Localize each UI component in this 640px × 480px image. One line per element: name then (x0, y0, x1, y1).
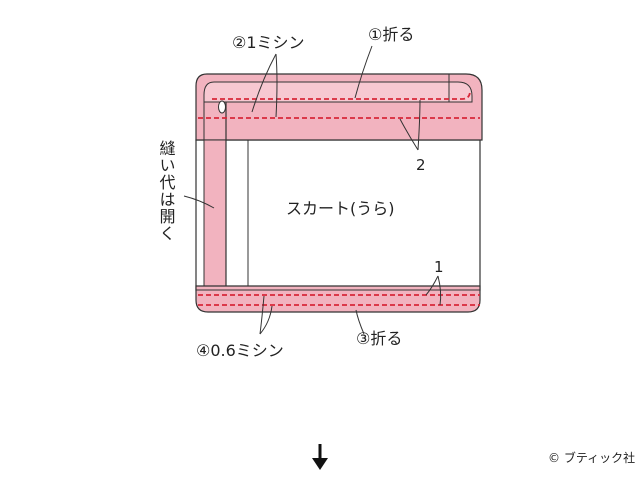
label-skirt: スカート(うら) (286, 199, 395, 218)
leader-step1 (354, 45, 373, 99)
label-side-vertical: 縫い代は開く (157, 140, 176, 242)
leader-step2b (275, 53, 278, 118)
label-step4: ④0.6ミシン (196, 341, 284, 360)
down-arrow-icon (312, 444, 328, 470)
label-step2: ②1ミシン (232, 33, 305, 52)
leader-side (183, 195, 215, 209)
leader-num2 (399, 118, 419, 151)
seam-allowance-left (203, 139, 227, 287)
leader-step2 (251, 53, 277, 113)
stitch-line-top-1 (212, 90, 471, 100)
copyright: © ブティック社 (548, 450, 635, 465)
label-num2: 2 (416, 156, 426, 174)
label-step3: ③折る (356, 329, 402, 348)
elastic-opening (218, 100, 226, 114)
label-step1: ①折る (368, 25, 414, 44)
leader-num2b (417, 99, 421, 151)
label-num1: 1 (434, 258, 444, 276)
leader-step4 (259, 295, 265, 335)
leader-step3 (355, 309, 365, 335)
leader-num1 (425, 275, 439, 296)
top-hem-inner (203, 81, 473, 103)
skirt-body (195, 139, 481, 291)
leader-num1b (437, 275, 442, 306)
leader-step4b (259, 305, 273, 335)
